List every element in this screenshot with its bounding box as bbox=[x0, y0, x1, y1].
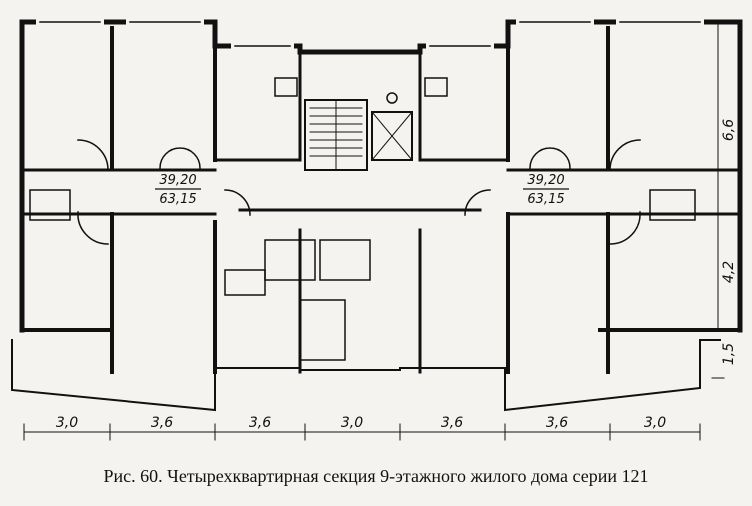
dimension-label: 3,0 bbox=[644, 415, 666, 431]
figure-caption: Рис. 60. Четырехквартирная секция 9-этаж… bbox=[103, 466, 649, 486]
side-dimensions: 6,6 4,2 1,5 bbox=[721, 119, 737, 365]
top-wall bbox=[19, 19, 743, 55]
apartment-living-area: 39,20 bbox=[527, 173, 564, 188]
dimension-label: 1,5 bbox=[721, 343, 737, 365]
walls bbox=[11, 18, 743, 441]
dimension-label: 3,6 bbox=[249, 415, 271, 431]
apartment-label-left: 39,20 63,15 bbox=[155, 173, 201, 207]
apartment-total-area: 63,15 bbox=[527, 192, 564, 207]
dimension-label: 3,6 bbox=[441, 415, 463, 431]
dimension-label: 3,0 bbox=[341, 415, 363, 431]
apartment-living-area: 39,20 bbox=[159, 173, 196, 188]
bottom-balcony-left bbox=[11, 339, 721, 412]
bottom-dimensions: 3,0 3,6 3,6 3,0 3,6 3,6 3,0 bbox=[56, 415, 666, 431]
apartment-total-area: 63,15 bbox=[159, 192, 196, 207]
dimension-label: 3,6 bbox=[546, 415, 568, 431]
dimension-label: 3,6 bbox=[151, 415, 173, 431]
apartment-label-right: 39,20 63,15 bbox=[523, 173, 569, 207]
dimension-label: 3,0 bbox=[56, 415, 78, 431]
dimension-label: 4,2 bbox=[721, 261, 737, 283]
dimension-label: 6,6 bbox=[721, 119, 737, 141]
